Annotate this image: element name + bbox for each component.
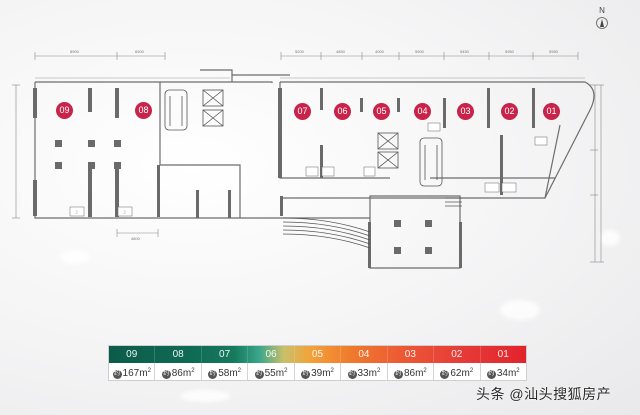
approx-icon: 约 — [161, 370, 171, 379]
dim-top-right-3: 4000 — [375, 49, 384, 54]
approx-icon: 约 — [254, 370, 264, 379]
unit-badge-06[interactable]: 06 — [334, 103, 351, 120]
legend-unit-row: 09 08 07 06 05 04 03 02 01 — [109, 346, 526, 363]
approx-icon: 约 — [347, 370, 357, 379]
unit-badge-05[interactable]: 05 — [373, 103, 390, 120]
dim-top-right-5: 5450 — [460, 49, 469, 54]
legend-unit-03: 03 — [388, 346, 435, 363]
legend-unit-01: 01 — [497, 349, 509, 360]
unit-badge-04[interactable]: 04 — [414, 103, 431, 120]
dim-top-left-1: 8900 — [70, 49, 79, 54]
dim-top-right-6: 5950 — [505, 49, 514, 54]
legend-unit-08: 08 — [155, 346, 202, 363]
dim-bottom-1: 4800 — [131, 236, 140, 241]
approx-icon: 约 — [440, 370, 450, 379]
unit-badge-08[interactable]: 08 — [135, 102, 152, 119]
dim-top-right-1: 5200 — [295, 49, 304, 54]
dim-top-right-4: 5900 — [415, 49, 424, 54]
watermark-text: 头条 @汕头搜狐房产 — [476, 386, 612, 402]
dim-top-right-7: 5950 — [549, 49, 558, 54]
approx-icon: 约 — [112, 370, 122, 379]
legend-unit-07: 07 — [202, 346, 249, 363]
unit-badge-02[interactable]: 02 — [501, 103, 518, 120]
north-arrow-icon — [596, 17, 608, 29]
legend-unit-06: 06 — [248, 346, 295, 363]
floor-plan: 卫卫 — [12, 52, 604, 269]
unit-badge-07[interactable]: 07 — [294, 103, 311, 120]
legend-unit-05: 05 — [295, 346, 342, 363]
legend-unit-09: 09 — [109, 346, 156, 363]
unit-badge-03[interactable]: 03 — [457, 103, 474, 120]
svg-text:卫: 卫 — [123, 210, 126, 214]
unit-badge-01[interactable]: 01 — [543, 103, 560, 120]
svg-text:卫: 卫 — [75, 210, 78, 214]
dim-top-right-2: 4850 — [336, 49, 345, 54]
north-label: N — [599, 6, 605, 15]
legend-unit-02: 02 — [434, 346, 481, 363]
approx-icon: 约 — [208, 370, 218, 379]
approx-icon: 约 — [486, 370, 496, 379]
approx-icon: 约 — [301, 370, 311, 379]
north-compass: N — [590, 6, 614, 29]
dim-top-left-2: 6500 — [135, 49, 144, 54]
legend-unit-04: 04 — [341, 346, 388, 363]
unit-badge-09[interactable]: 09 — [56, 102, 73, 119]
approx-icon: 约 — [393, 370, 403, 379]
